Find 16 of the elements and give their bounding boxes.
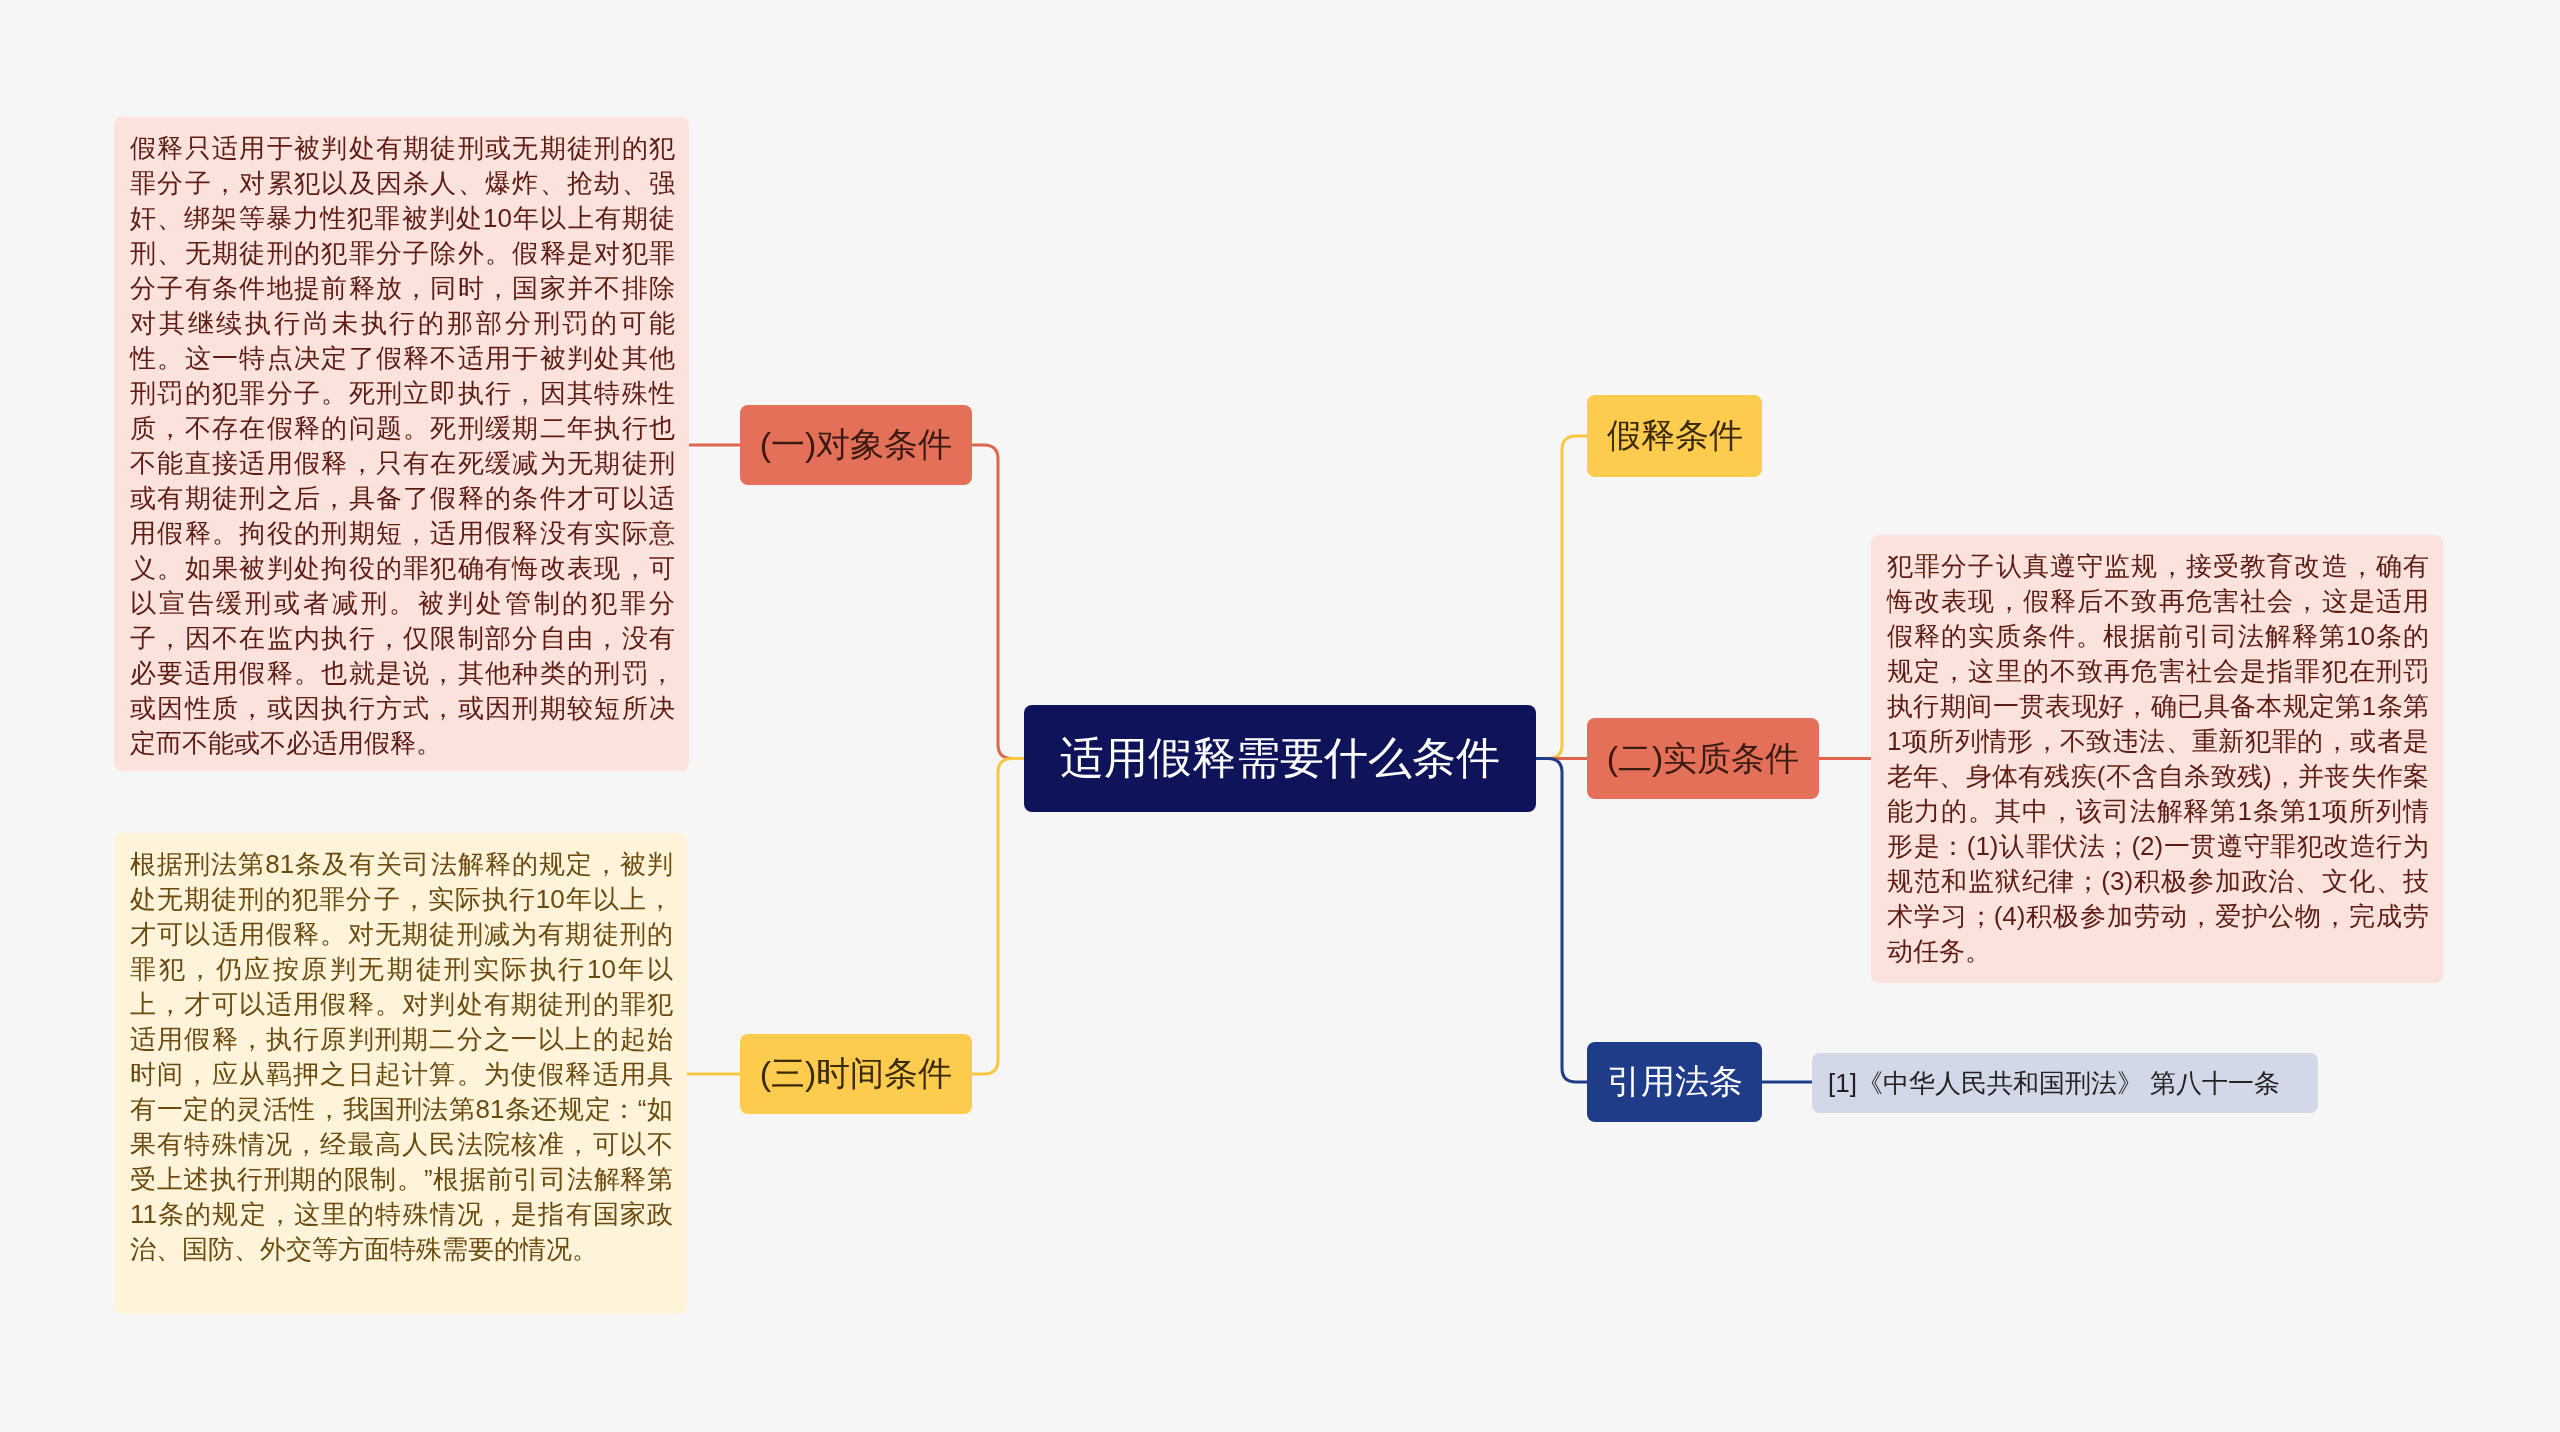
topic-box: (一)对象条件	[740, 405, 972, 485]
topic-box: 引用法条	[1587, 1042, 1762, 1122]
topic-box: (三)时间条件	[740, 1034, 972, 1114]
topic-box: 假释条件	[1587, 395, 1762, 477]
connector-line	[972, 757, 1024, 1076]
note-box: [1]《中华人民共和国刑法》 第八十一条	[1812, 1053, 2318, 1113]
note-box: 根据刑法第81条及有关司法解释的规定，被判处无期徒刑的犯罪分子，实际执行10年以上，才可以适用假释。对无期徒刑减为有期徒刑的罪犯，仍应按原判无期徒刑实际执行10年以上，才可以适用假释。对判处有期徒刑的罪犯适用假释，执行原判刑期二分之一以上的起始时间，应从羁押之日起计算。为使假释适用具有一定的灵活性，我国刑法第81条还规定：“如果有特殊情况，经最高人民法院核准，可以不受上述执行刑期的限制。”根据前引司法解释第11条的规定，这里的特殊情况，是指有国家政治、国防、外交等方面特殊需要的情况。	[114, 833, 687, 1314]
note-box: 犯罪分子认真遵守监规，接受教育改造，确有悔改表现，假释后不致再危害社会，这是适用假释的实质条件。根据前引司法解释第10条的规定，这里的不致再危害社会是指罪犯在刑罚执行期间一贯表现好，确已具备本规定第1条第1项所列情形，不致违法、重新犯罪的，或者是老年、身体有残疾(不含自杀致残)，并丧失作案能力的。其中，该司法解释第1条第1项所列情形是：(1)认罪伏法；(2)一贯遵守罪犯改造行为规范和监狱纪律；(3)积极参加政治、文化、技术学习；(4)积极参加劳动，爱护公物，完成劳动任务。	[1871, 535, 2443, 983]
central-topic-box: 适用假释需要什么条件	[1024, 705, 1536, 812]
connector-line	[1536, 757, 1587, 1084]
topic-box: (二)实质条件	[1587, 718, 1819, 799]
connector-line	[687, 1072, 740, 1076]
connector-line	[689, 443, 740, 447]
note-box: 假释只适用于被判处有期徒刑或无期徒刑的犯罪分子，对累犯以及因杀人、爆炸、抢劫、强奸、绑架等暴力性犯罪被判处10年以上有期徒刑、无期徒刑的犯罪分子除外。假释是对犯罪分子有条件地提前释放，同时，国家并不排除对其继续执行尚未执行的那部分刑罚的可能性。这一特点决定了假释不适用于被判处其他刑罚的犯罪分子。死刑立即执行，因其特殊性质，不存在假释的问题。死刑缓期二年执行也不能直接适用假释，只有在死缓减为无期徒刑或有期徒刑之后，具备了假释的条件才可以适用假释。拘役的刑期短，适用假释没有实际意义。如果被判处拘役的罪犯确有悔改表现，可以宣告缓刑或者减刑。被判处管制的犯罪分子，因不在监内执行，仅限制部分自由，没有必要适用假释。也就是说，其他种类的刑罚，或因性质，或因执行方式，或因刑期较短所决定而不能或不必适用假释。	[114, 117, 689, 771]
connector-line	[1819, 757, 1871, 760]
connector-line	[1762, 1080, 1812, 1084]
